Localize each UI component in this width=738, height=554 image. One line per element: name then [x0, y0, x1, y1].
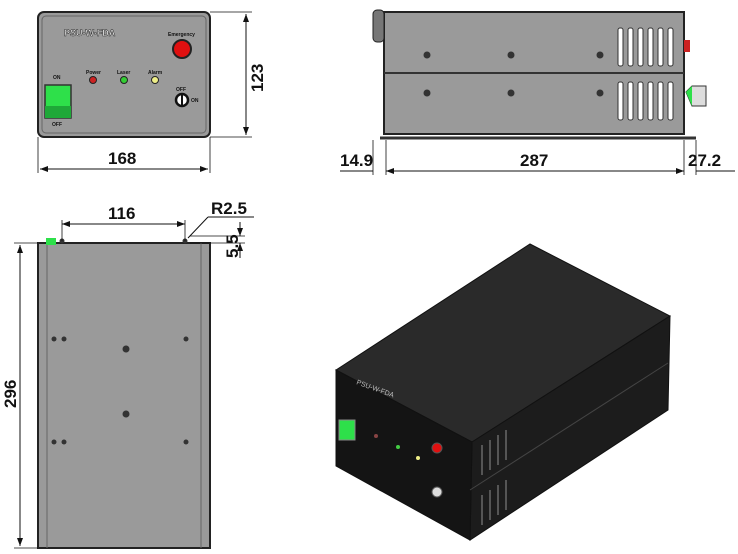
emergency-label: Emergency — [168, 32, 195, 38]
alarm-led — [151, 76, 159, 84]
front-view: PSU-W-FDA Emergency Power Laser Alarm ON… — [37, 11, 267, 173]
front-height-dimension: 123 — [248, 64, 267, 92]
side-right-offset-dimension: 27.2 — [688, 151, 721, 170]
power-label: Power — [86, 70, 101, 76]
laser-label: Laser — [117, 70, 130, 76]
hole-offset-dimension: 5.5 — [223, 234, 242, 258]
key-off-label: OFF — [176, 87, 186, 93]
isometric-view: PSU-W-FDA — [335, 243, 672, 541]
3d-power-switch — [338, 419, 356, 441]
top-view: 116 R2.5 5.5 296 — [1, 199, 254, 549]
alarm-label: Alarm — [148, 70, 163, 76]
top-length-dimension: 296 — [1, 380, 20, 408]
side-left-offset-dimension: 14.9 — [340, 151, 373, 170]
hole-spacing-dimension: 116 — [108, 204, 135, 223]
switch-off-label: OFF — [52, 122, 62, 128]
side-view: 14.9 287 27.2 — [340, 9, 735, 175]
model-label: PSU-W-FDA — [64, 28, 116, 38]
emergency-stop-button[interactable] — [172, 39, 192, 59]
side-length-dimension: 287 — [520, 151, 548, 170]
key-on-label: ON — [191, 98, 199, 104]
switch-on-label: ON — [53, 75, 61, 81]
front-width-dimension: 168 — [108, 149, 136, 168]
power-led — [89, 76, 97, 84]
radius-dimension: R2.5 — [211, 199, 247, 218]
laser-led — [120, 76, 128, 84]
